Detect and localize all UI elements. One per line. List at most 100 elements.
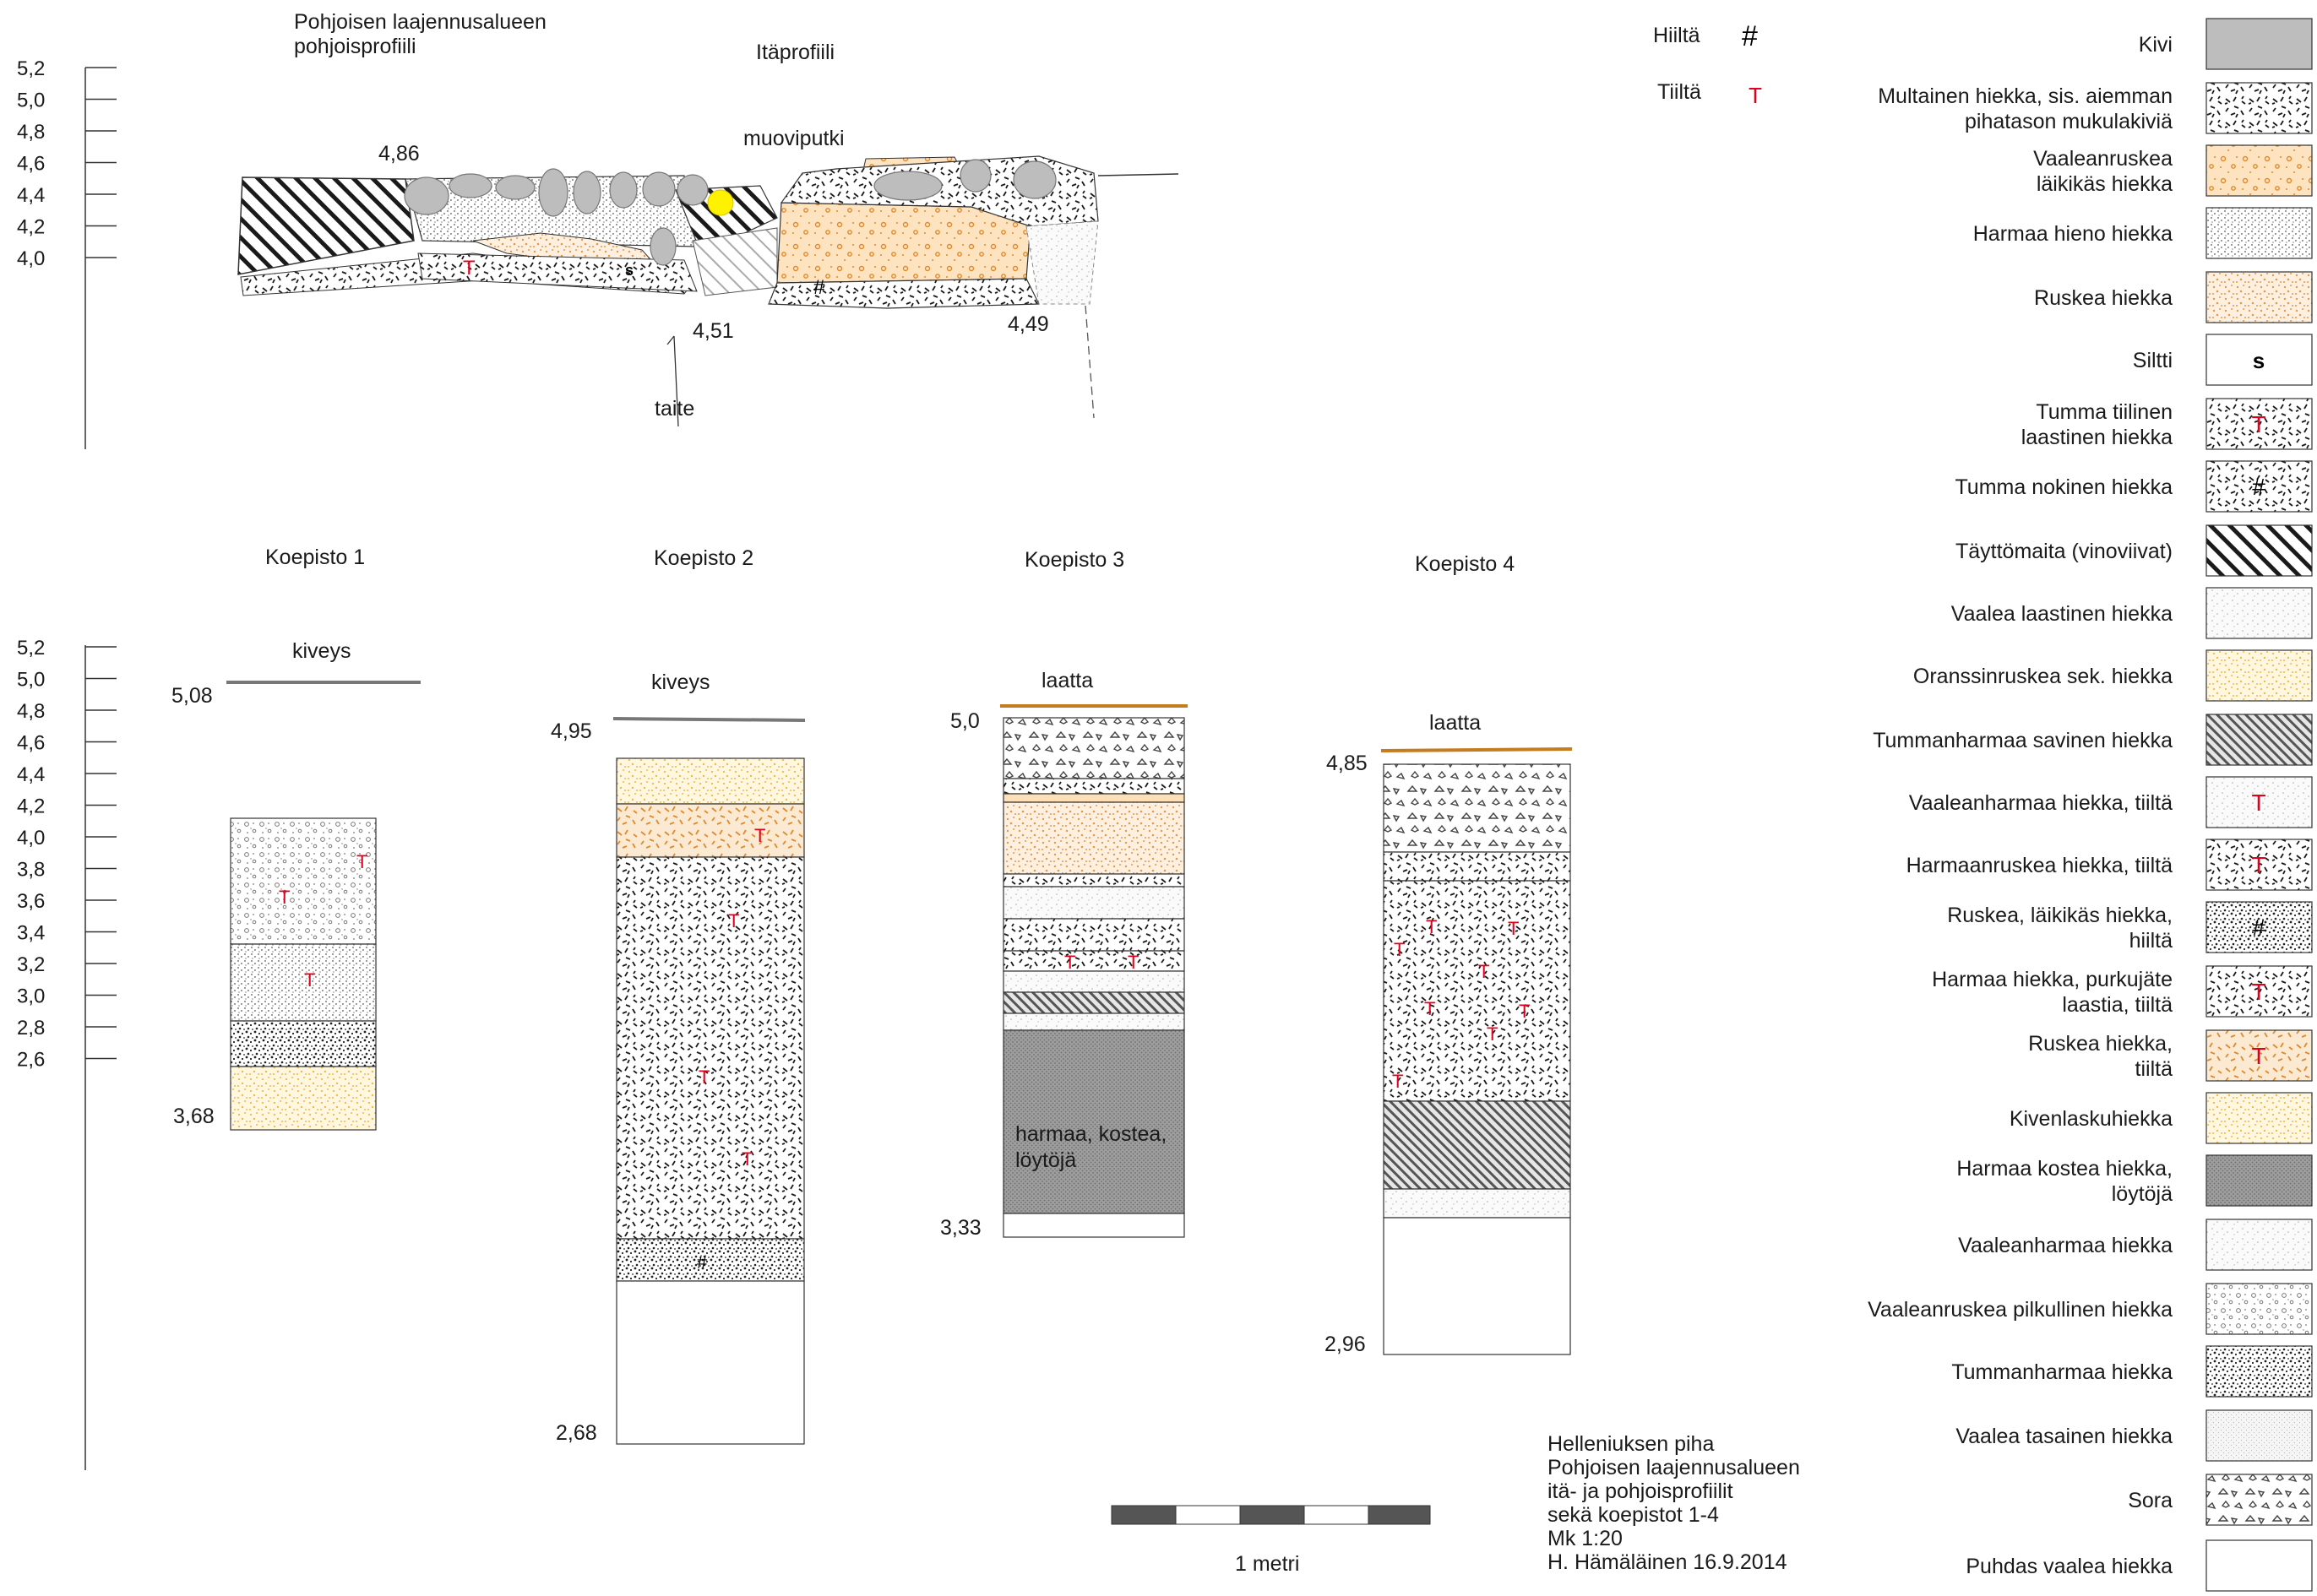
legend-swatch [2206, 18, 2313, 70]
legend-swatch-mark: T [2251, 979, 2265, 1005]
scale-bar-label: 1 metri [1235, 1552, 1299, 1576]
pit-2-hiilta: # [697, 1251, 708, 1273]
top-scale-tick-label: 5,2 [17, 57, 45, 80]
legend-label: Sora [2128, 1489, 2173, 1512]
pit-4-tiilta-5: T [1424, 998, 1435, 1019]
legend-swatch [2206, 901, 2313, 953]
legend-label: pihatason mukulakiviä [1965, 110, 2173, 133]
north-profile-title-line1: Pohjoisen laajennusalueen [294, 10, 547, 34]
pit-4-surface: laatta [1429, 711, 1481, 735]
bottom-scale-tick-label: 3,4 [17, 922, 45, 945]
legend-label: Vaaleanruskea pilkullinen hiekka [1868, 1298, 2173, 1322]
fold-label: taite [655, 397, 694, 421]
pit-3-tiilta-2: T [1128, 952, 1139, 973]
legend-label: Ruskea hiekka, [2028, 1032, 2173, 1056]
pit-3-title: Koepisto 3 [1025, 548, 1124, 572]
pit-4-tiilta-6: T [1519, 1001, 1530, 1022]
pit-2-tiilta-4: T [742, 1148, 753, 1170]
pit-1-surface: kiveys [292, 639, 351, 663]
pit-1-tiilta-3: T [304, 969, 315, 991]
bottom-scale-tick-label: 4,2 [17, 795, 45, 818]
pit-4-tiilta-8: T [1392, 1071, 1403, 1092]
pit-1 [226, 681, 421, 1131]
credit-line-4: sekä koepistot 1-4 [1547, 1503, 1719, 1527]
legend-swatches: sT#TT#TT [2206, 18, 2313, 1592]
pit-2-tiilta-1: T [754, 825, 765, 846]
scale-bar [1111, 1505, 1431, 1525]
legend-swatch-mark: s [2253, 348, 2265, 373]
legend-label: Kivenlaskuhiekka [2010, 1107, 2173, 1131]
legend-label: Ruskea hiekka [2034, 286, 2173, 310]
top-scale-tick-label: 4,2 [17, 216, 45, 239]
pit-3-note-line1: harmaa, kostea, [1015, 1122, 1167, 1146]
pit-1-title: Koepisto 1 [265, 546, 365, 569]
legend-swatch-mark: T [2251, 852, 2265, 878]
legend-label: Harmaa hieno hiekka [1973, 222, 2173, 246]
pit-2-surface: kiveys [651, 670, 710, 694]
legend-label: Vaalea laastinen hiekka [1951, 602, 2173, 626]
top-scale-tick-label: 4,4 [17, 184, 45, 207]
legend-swatch [2206, 1283, 2313, 1335]
legend-label: Tumma nokinen hiekka [1955, 475, 2173, 499]
credits-block: Helleniuksen piha Pohjoisen laajennusalu… [1547, 1432, 1800, 1574]
legend-label: Puhdas vaalea hiekka [1966, 1555, 2173, 1578]
pit-1-top-elevation: 5,08 [171, 684, 213, 708]
legend-swatch [2206, 1474, 2313, 1526]
bottom-scale-tick-label: 4,0 [17, 827, 45, 850]
legend-swatch [2206, 714, 2313, 766]
legend-label: Harmaa hiekka, purkujäte [1932, 968, 2173, 991]
profile-elevation-left: 4,86 [378, 142, 420, 166]
legend-swatch [2206, 524, 2313, 577]
bottom-scale-tick-label: 4,6 [17, 732, 45, 755]
profile-section [237, 155, 1179, 427]
legend-label: läikikäs hiekka [2037, 172, 2173, 196]
top-scale-tick-label: 4,0 [17, 247, 45, 270]
legend-label: Tummanharmaa hiekka [1951, 1360, 2173, 1384]
legend-label: Kivi [2139, 33, 2173, 57]
legend-label: Ruskea, läikikäs hiekka, [1947, 904, 2173, 927]
legend-swatch [2206, 334, 2313, 386]
legend-label: laastia, tiiltä [2062, 993, 2173, 1017]
symbol-key-tiilta-mark: T [1749, 83, 1762, 108]
pit-2-title: Koepisto 2 [654, 546, 753, 570]
bottom-scale-tick-label: 4,8 [17, 700, 45, 723]
bottom-scale-tick-label: 5,2 [17, 637, 45, 660]
bottom-scale-tick-label: 5,0 [17, 669, 45, 692]
credit-line-6: H. Hämäläinen 16.9.2014 [1547, 1550, 1787, 1574]
legend-swatch [2206, 587, 2313, 639]
legend-swatch [2206, 207, 2313, 259]
legend-swatch [2206, 1219, 2313, 1271]
legend-swatch-mark: T [2251, 790, 2265, 816]
pit-1-bottom-elevation: 3,68 [173, 1105, 215, 1128]
legend-label: Harmaa kostea hiekka, [1956, 1157, 2173, 1181]
top-scale-tick-label: 4,8 [17, 121, 45, 144]
bottom-scale-tick-label: 3,0 [17, 985, 45, 1008]
legend-label: Vaaleanharmaa hiekka [1958, 1234, 2173, 1257]
profile-siltti-mark: s [625, 262, 634, 279]
credit-line-3: itä- ja pohjoisprofiilit [1547, 1479, 1733, 1503]
legend-label: Vaalea tasainen hiekka [1955, 1425, 2173, 1448]
pit-3 [1000, 704, 1188, 1238]
legend-swatch [2206, 271, 2313, 323]
pit-2-top-elevation: 4,95 [551, 719, 592, 743]
legend-swatch-mark: T [2251, 411, 2265, 437]
pit-3-note-line2: löytöjä [1015, 1148, 1076, 1172]
legend-label: Multainen hiekka, sis. aiemman [1878, 84, 2173, 108]
legend-label: löytöjä [2112, 1182, 2173, 1206]
pit-3-bottom-elevation: 3,33 [940, 1216, 982, 1240]
legend-label: Siltti [2133, 349, 2173, 372]
legend-swatch [2206, 1029, 2313, 1082]
legend-swatch [2206, 1409, 2313, 1462]
north-profile-title-line2: pohjoisprofiili [294, 35, 416, 58]
credit-line-5: Mk 1:20 [1547, 1527, 1623, 1550]
legend-swatch-mark: # [2252, 915, 2265, 941]
legend-label: Täyttömaita (vinoviivat) [1955, 540, 2173, 563]
legend-swatch [2206, 1345, 2313, 1398]
pit-2-tiilta-2: T [728, 910, 739, 931]
legend-swatch-mark: # [2252, 474, 2265, 500]
credit-line-2: Pohjoisen laajennusalueen [1547, 1456, 1800, 1479]
bottom-scale-tick-label: 4,4 [17, 763, 45, 786]
legend-swatch [2206, 460, 2313, 513]
pit-1-tiilta-2: T [356, 851, 367, 872]
legend-swatch [2206, 82, 2313, 134]
